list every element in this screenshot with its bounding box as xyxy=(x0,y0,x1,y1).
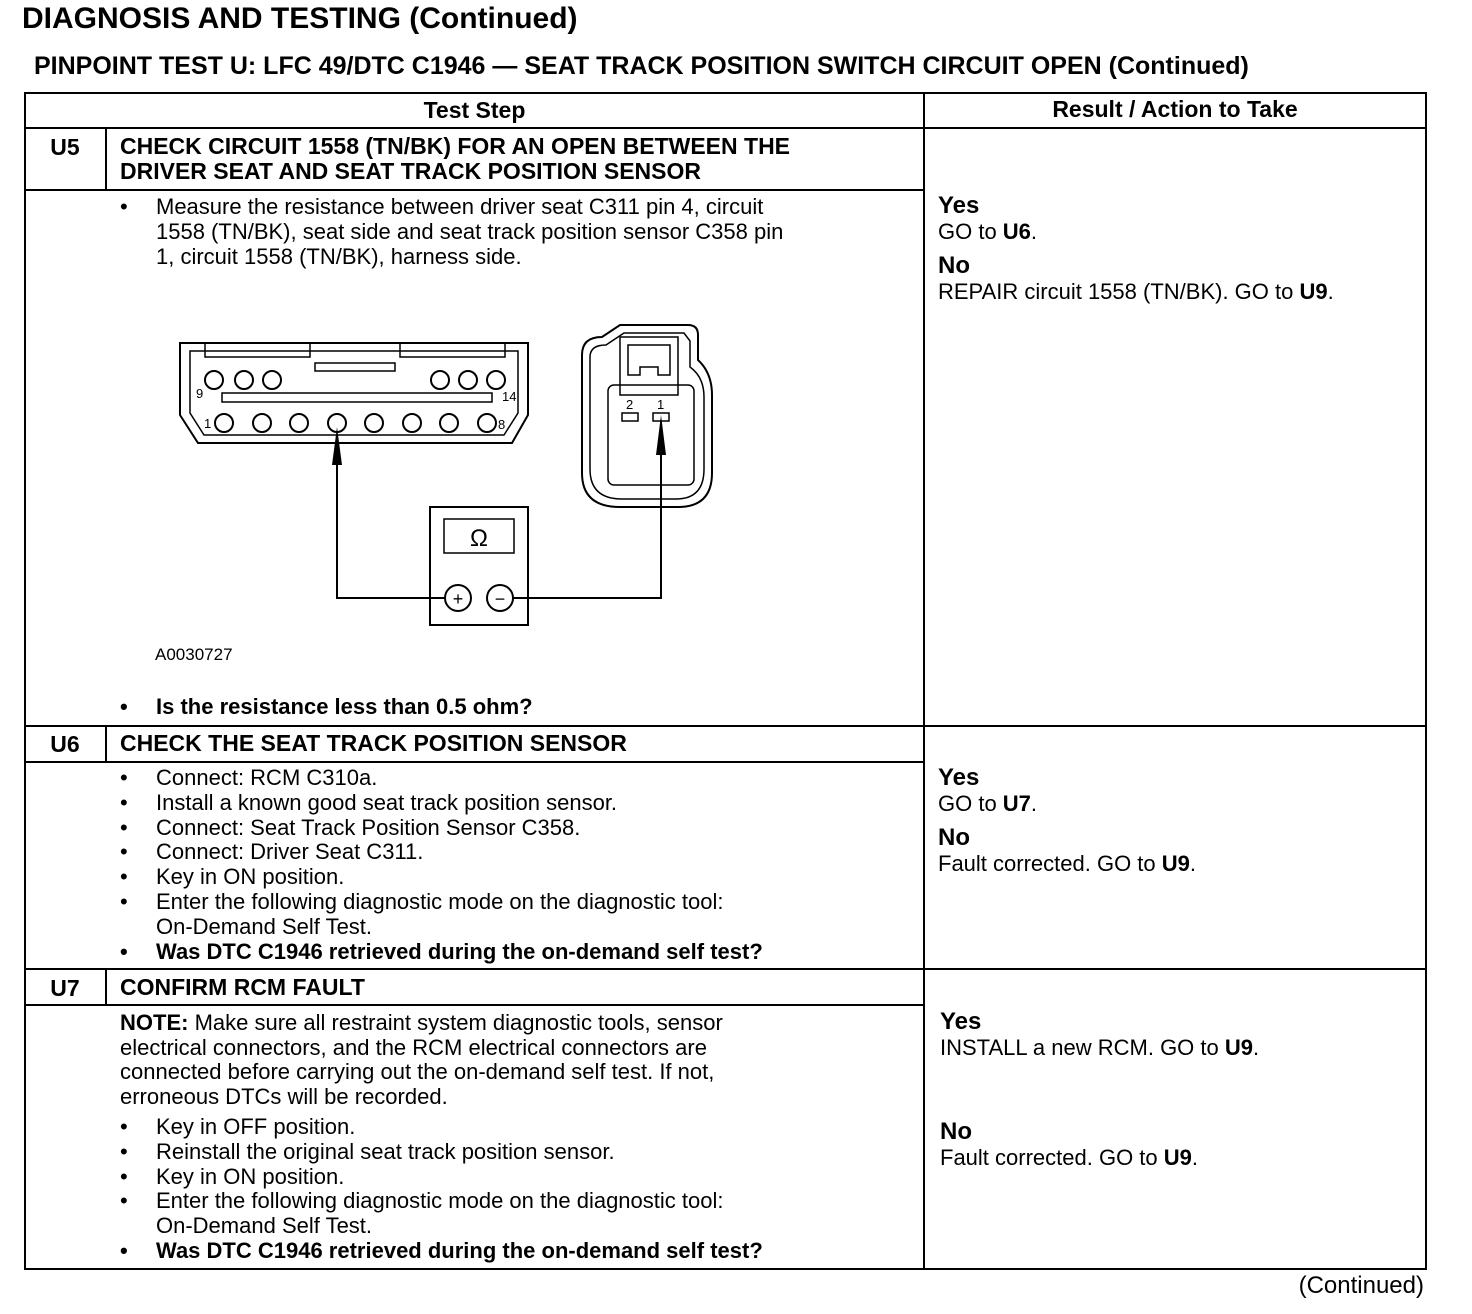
pin-label-1-sensor: 1 xyxy=(657,397,664,412)
figure-id: A0030727 xyxy=(155,645,233,664)
step-reference: U6 xyxy=(1002,219,1031,244)
text-line: Enter the following diagnostic mode on t… xyxy=(156,888,724,914)
step-reference: U9 xyxy=(1163,1145,1192,1170)
ohm-symbol: Ω xyxy=(470,525,488,552)
step-u5-question: Is the resistance less than 0.5 ohm? xyxy=(120,694,910,720)
step-reference: U9 xyxy=(1299,279,1328,304)
result-no-action: Fault corrected. GO to U9. xyxy=(940,1146,1259,1170)
text-line: electrical connectors, and the RCM elect… xyxy=(120,1034,707,1060)
text-line: Enter the following diagnostic mode on t… xyxy=(156,1188,724,1214)
result-no-label: No xyxy=(938,824,970,851)
step-title-u7: CONFIRM RCM FAULT xyxy=(120,974,365,1000)
result-u5: Yes GO to U6. No REPAIR circuit 1558 (TN… xyxy=(938,192,1334,304)
text-line: erroneous DTCs will be recorded. xyxy=(120,1083,448,1109)
action-text: INSTALL a new RCM. GO to xyxy=(940,1035,1225,1060)
step-u7-instructions: Key in OFF position. Reinstall the origi… xyxy=(120,1114,910,1264)
list-item: Is the resistance less than 0.5 ohm? xyxy=(120,694,910,720)
list-item: Enter the following diagnostic mode on t… xyxy=(120,888,910,940)
step-id-u6: U6 xyxy=(50,731,80,757)
action-suffix: . xyxy=(1253,1035,1260,1060)
action-text: REPAIR circuit 1558 (TN/BK). GO to xyxy=(938,279,1300,304)
result-no-action: Fault corrected. GO to U9. xyxy=(938,852,1196,876)
text-line: connected before carrying out the on-dem… xyxy=(120,1059,715,1085)
list-item: Key in ON position. xyxy=(120,1164,910,1190)
step-u6-instructions: Connect: RCM C310a. Install a known good… xyxy=(120,765,910,965)
result-u7: Yes INSTALL a new RCM. GO to U9. No Faul… xyxy=(940,1008,1259,1170)
c311-connector xyxy=(179,342,529,444)
text-line: Measure the resistance between driver se… xyxy=(156,194,764,219)
list-item: Key in OFF position. xyxy=(120,1114,910,1140)
pin-label-2: 2 xyxy=(626,397,633,412)
text-line: 1, circuit 1558 (TN/BK), harness side. xyxy=(156,243,522,269)
result-u6: Yes GO to U7. No Fault corrected. GO to … xyxy=(938,764,1196,876)
result-no-label: No xyxy=(938,252,970,279)
page-title: DIAGNOSIS AND TESTING (Continued) xyxy=(22,2,578,35)
action-text: Fault corrected. GO to xyxy=(938,851,1162,876)
result-no-label: No xyxy=(940,1118,972,1145)
list-item: Was DTC C1946 retrieved during the on-de… xyxy=(120,1238,910,1264)
pinpoint-test-title: PINPOINT TEST U: LFC 49/DTC C1946 — SEAT… xyxy=(34,52,1249,80)
plus-terminal-label: + xyxy=(453,589,464,609)
step-title-line: DRIVER SEAT AND SEAT TRACK POSITION SENS… xyxy=(120,158,702,184)
result-yes-action: INSTALL a new RCM. GO to U9. xyxy=(940,1036,1259,1060)
step-reference: U7 xyxy=(1002,791,1031,816)
action-text: GO to xyxy=(938,219,1003,244)
step-id-u5: U5 xyxy=(50,134,80,160)
list-item: Connect: Driver Seat C311. xyxy=(120,840,910,865)
list-item: Was DTC C1946 retrieved during the on-de… xyxy=(120,939,910,965)
list-item: Enter the following diagnostic mode on t… xyxy=(120,1189,910,1239)
list-item: Connect: Seat Track Position Sensor C358… xyxy=(120,815,910,841)
test-lead-negative xyxy=(513,421,662,599)
column-header-test-step: Test Step xyxy=(423,97,526,123)
step-title-u6: CHECK THE SEAT TRACK POSITION SENSOR xyxy=(120,730,627,756)
list-item: Key in ON position. xyxy=(120,864,910,890)
pin-label-8: 8 xyxy=(498,417,505,432)
result-yes-action: GO to U6. xyxy=(938,220,1334,244)
resistance-measurement-diagram: 9 14 1 8 2 1 Ω + − xyxy=(179,324,713,626)
pin-label-14: 14 xyxy=(502,389,516,404)
action-suffix: . xyxy=(1327,279,1334,304)
list-item: Connect: RCM C310a. xyxy=(120,765,910,791)
result-yes-label: Yes xyxy=(938,764,980,791)
result-yes-label: Yes xyxy=(940,1008,982,1035)
c358-connector xyxy=(581,324,713,508)
text-line: On-Demand Self Test. xyxy=(156,1213,373,1239)
step-title-u5: CHECK CIRCUIT 1558 (TN/BK) FOR AN OPEN B… xyxy=(120,134,790,184)
pin-label-9: 9 xyxy=(196,386,203,401)
action-suffix: . xyxy=(1189,851,1196,876)
step-reference: U9 xyxy=(1161,851,1190,876)
step-title-line: CHECK CIRCUIT 1558 (TN/BK) FOR AN OPEN B… xyxy=(120,133,791,159)
step-reference: U9 xyxy=(1224,1035,1253,1060)
list-item: Reinstall the original seat track positi… xyxy=(120,1139,910,1165)
action-text: GO to xyxy=(938,791,1003,816)
list-item: Measure the resistance between driver se… xyxy=(120,194,910,269)
action-suffix: . xyxy=(1030,219,1038,244)
text-line: 1558 (TN/BK), seat side and seat track p… xyxy=(156,218,784,244)
result-yes-action: GO to U7. xyxy=(938,792,1196,816)
ohmmeter xyxy=(429,506,529,626)
step-u5-instructions: Measure the resistance between driver se… xyxy=(120,194,910,269)
test-lead-positive xyxy=(336,445,445,599)
step-id-u7: U7 xyxy=(50,975,80,1001)
result-yes-label: Yes xyxy=(938,192,980,219)
action-suffix: . xyxy=(1030,791,1038,816)
pin-label-1: 1 xyxy=(204,416,211,431)
note-label: NOTE: xyxy=(120,1010,189,1035)
note-text: Make sure all restraint system diagnosti… xyxy=(188,1010,723,1035)
column-header-result: Result / Action to Take xyxy=(1052,96,1298,122)
text-line: NOTE: Make sure all restraint system dia… xyxy=(120,1010,910,1036)
text-line: On-Demand Self Test. xyxy=(156,913,373,939)
action-text: Fault corrected. GO to xyxy=(940,1145,1164,1170)
list-item: Install a known good seat track position… xyxy=(120,790,910,816)
minus-terminal-label: − xyxy=(495,589,506,609)
step-u7-note: NOTE: Make sure all restraint system dia… xyxy=(120,1010,910,1109)
continued-label: (Continued) xyxy=(1298,1272,1424,1299)
action-suffix: . xyxy=(1191,1145,1198,1170)
result-no-action: REPAIR circuit 1558 (TN/BK). GO to U9. xyxy=(938,280,1334,304)
